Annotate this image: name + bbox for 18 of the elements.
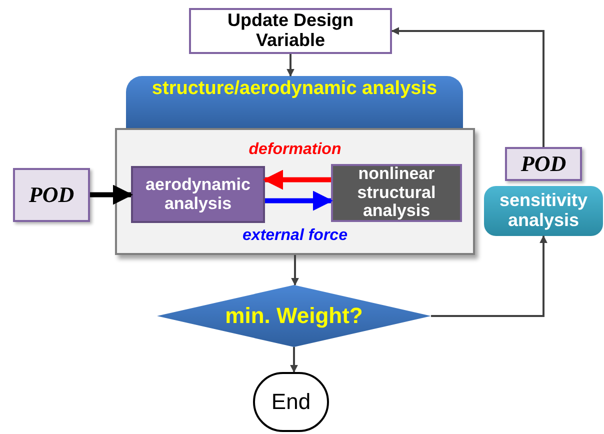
arrow	[265, 190, 333, 211]
arrow	[290, 347, 298, 373]
terminator: End	[253, 372, 329, 432]
arrow	[90, 184, 133, 205]
process-box: aerodynamic analysis	[131, 166, 265, 223]
arrow	[391, 27, 544, 147]
process-box: nonlinear structural analysis	[331, 164, 462, 222]
arrow	[431, 235, 548, 317]
input-box: POD	[13, 168, 90, 222]
decision-diamond: min. Weight?	[157, 285, 431, 347]
analysis-panel	[115, 128, 475, 255]
process-box: sensitivity analysis	[484, 186, 603, 236]
stage-header: structure/aerodynamic analysis	[126, 76, 463, 130]
arrow	[286, 54, 294, 77]
arrow	[263, 170, 331, 190]
input-box: POD	[505, 147, 582, 181]
process-box: Update Design Variable	[189, 8, 392, 54]
arrow	[291, 255, 299, 286]
